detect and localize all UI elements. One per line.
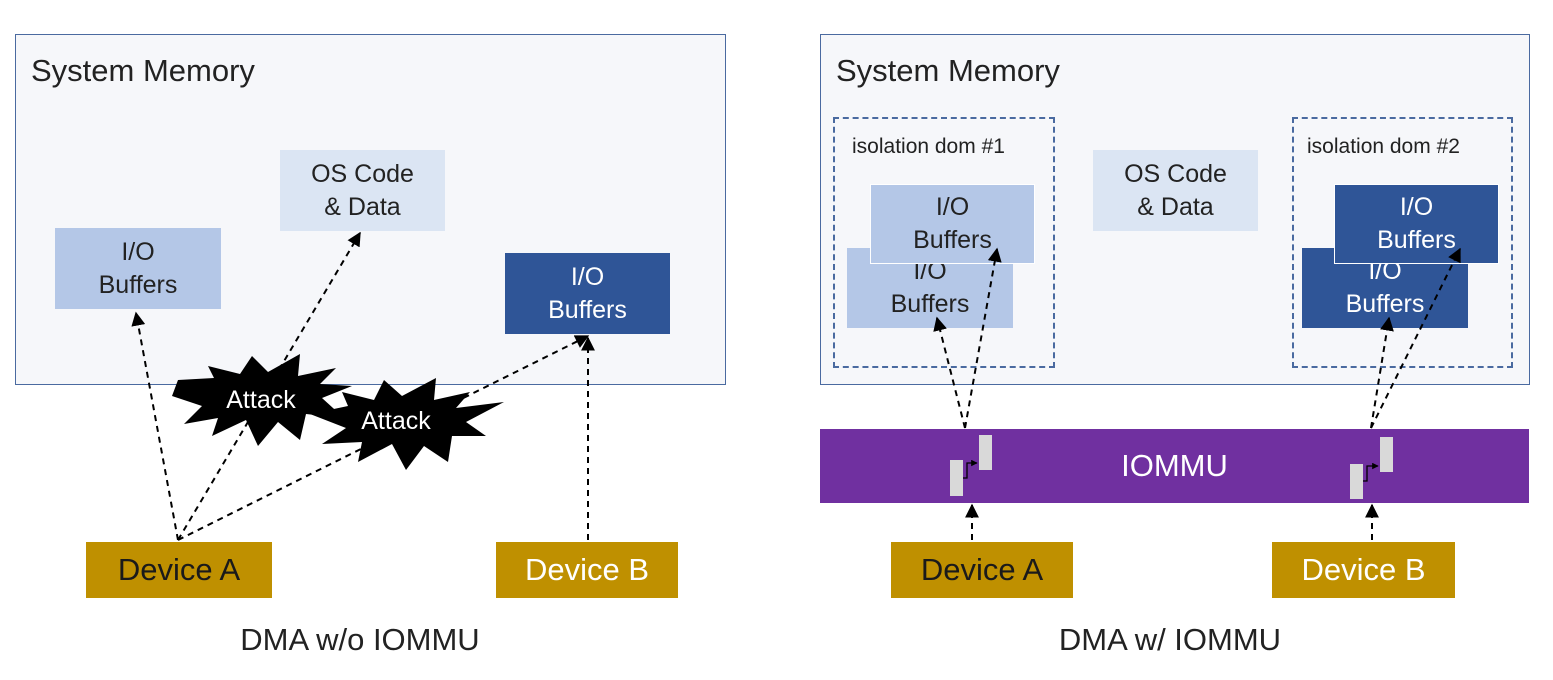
iommu-entry-a-low (950, 460, 963, 496)
iommu-entry-b-high (1380, 437, 1393, 472)
dom1-io-buffers-front: I/O Buffers (870, 184, 1035, 264)
iommu-entry-a-high (979, 435, 992, 470)
left-io-buffers-b: I/O Buffers (505, 253, 670, 334)
iommu-entry-b-low (1350, 464, 1363, 499)
right-device-a: Device A (891, 542, 1073, 598)
left-io-buffers-a-line1: I/O (121, 237, 155, 266)
left-io-buffers-b-line1: I/O (570, 262, 605, 291)
left-device-a: Device A (86, 542, 272, 598)
attack-label-1: Attack (226, 386, 296, 414)
dom2-back-line2: Buffers (1345, 290, 1425, 318)
iommu-bar: IOMMU (820, 429, 1529, 503)
right-os-code-line1: OS Code (1124, 159, 1227, 188)
right-os-code-line2: & Data (1137, 192, 1214, 221)
right-memory-title: System Memory (836, 53, 1060, 88)
dom2-front-line1: I/O (1399, 193, 1434, 221)
left-os-code-line1: OS Code (311, 159, 414, 188)
left-memory-title: System Memory (31, 53, 255, 88)
left-device-b: Device B (496, 542, 678, 598)
isolation-domain-1-label: isolation dom #1 (852, 135, 1005, 158)
right-os-code-data: OS Code & Data (1093, 150, 1258, 231)
isolation-domain-2-label: isolation dom #2 (1307, 135, 1460, 158)
left-os-code-line2: & Data (324, 192, 401, 221)
left-io-buffers-b-line2: Buffers (548, 295, 627, 324)
right-device-b: Device B (1272, 542, 1455, 598)
left-io-buffers-a: I/O Buffers (55, 228, 221, 309)
left-io-buffers-a-line2: Buffers (98, 270, 178, 299)
dom1-front-line2: Buffers (913, 226, 992, 254)
dom2-front-line2: Buffers (1377, 226, 1456, 254)
attack-label-2: Attack (361, 407, 431, 435)
left-caption: DMA w/o IOMMU (240, 622, 480, 657)
right-caption: DMA w/ IOMMU (1058, 622, 1282, 657)
left-os-code-data: OS Code & Data (280, 150, 445, 231)
dom1-front-line1: I/O (935, 193, 970, 221)
dom2-io-buffers-front: I/O Buffers (1334, 184, 1499, 264)
dom1-back-line2: Buffers (890, 290, 970, 318)
